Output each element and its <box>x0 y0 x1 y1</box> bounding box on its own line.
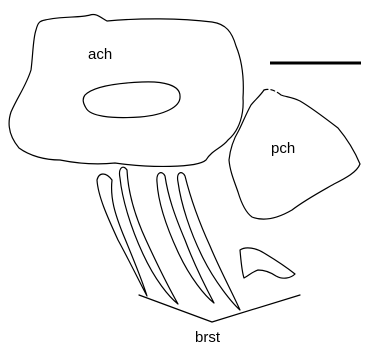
branchiostegal-ray <box>178 173 240 310</box>
pch-label: pch <box>271 140 295 157</box>
brst-label: brst <box>195 329 221 346</box>
pch-dashed-edge <box>264 89 281 95</box>
ach-outline <box>9 14 243 166</box>
branchiostegal-ray <box>157 173 214 303</box>
brst-bracket <box>139 295 300 322</box>
branchiostegal-ray <box>120 167 178 304</box>
ach-label: ach <box>88 46 112 63</box>
branchiostegal-ray <box>240 248 295 278</box>
ach-opening <box>83 82 180 118</box>
